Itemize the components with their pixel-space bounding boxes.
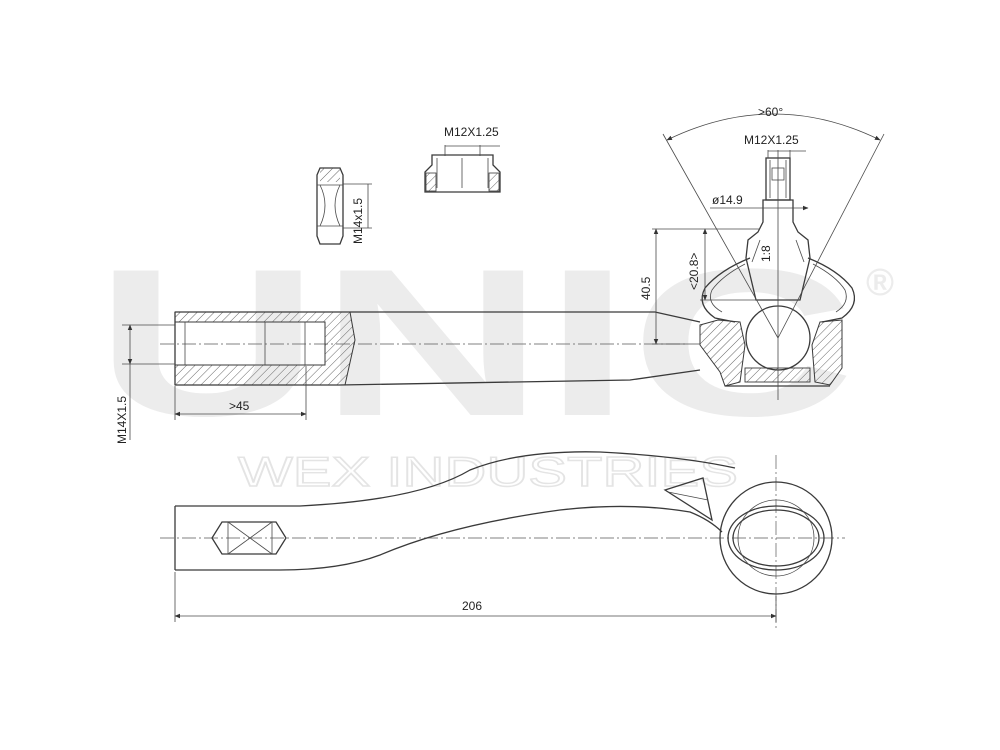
watermark-registered-mark: ® (866, 262, 894, 304)
flange-nut-drawing: M12X1.25 (424, 125, 501, 193)
taper-ratio-label: 1:8 (759, 245, 773, 262)
ball-joint-head: >60° M12X1.25 ø14.9 1:8 <20.8> 40.5 (639, 105, 885, 400)
stud-thread-label: M12X1.25 (744, 133, 799, 147)
cone-angle-label: >60° (758, 105, 783, 119)
thread-depth-label: >45 (229, 399, 250, 413)
watermark-tagline: WEX INDUSTRIES (238, 448, 738, 495)
overall-length-label: 206 (462, 599, 482, 613)
taper-length-label: <20.8> (687, 253, 701, 290)
stud-diameter-label: ø14.9 (712, 193, 743, 207)
height-label: 40.5 (639, 276, 653, 300)
nut-thread-label: M12X1.25 (444, 125, 499, 139)
jam-nut-drawing: M14x1.5 (316, 167, 372, 245)
inner-thread-label: M14X1.5 (115, 396, 129, 444)
tie-rod-top-view: 206 (160, 451, 845, 628)
jam-nut-thread-label: M14x1.5 (351, 198, 365, 244)
watermark: UNIC ® WEX INDUSTRIES (95, 225, 894, 496)
tie-rod-side-view: M14X1.5 >45 (115, 311, 701, 444)
